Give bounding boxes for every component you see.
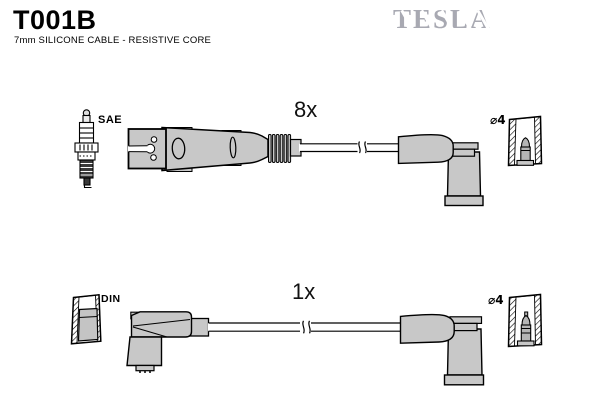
cable-break-mark	[357, 140, 367, 155]
spark-plug-icon	[74, 109, 99, 189]
din-socket-icon	[70, 293, 102, 345]
quantity-label: 8x	[294, 97, 318, 122]
spark-plug-boot	[399, 313, 485, 386]
terminal-socket-icon	[507, 115, 543, 167]
cable-break-mark	[300, 319, 311, 335]
subtitle: 7mm SILICONE CABLE - RESISTIVE CORE	[14, 35, 212, 46]
distributor-connector	[127, 126, 302, 172]
ignition-cable	[208, 319, 401, 335]
spark-plug-boot	[397, 134, 484, 207]
terminal-diameter-label: ⌀4	[490, 113, 506, 127]
ignition-cable	[299, 140, 400, 155]
plug-standard-label: SAE	[98, 114, 123, 126]
brand-logo: TESLA	[393, 6, 493, 34]
terminal-socket-icon	[507, 293, 543, 348]
part-number: T001B	[13, 5, 97, 35]
din-plug-boot	[126, 311, 210, 373]
quantity-label: 1x	[292, 279, 316, 304]
plug-standard-label: DIN	[101, 293, 121, 305]
terminal-diameter-label: ⌀4	[488, 293, 504, 307]
